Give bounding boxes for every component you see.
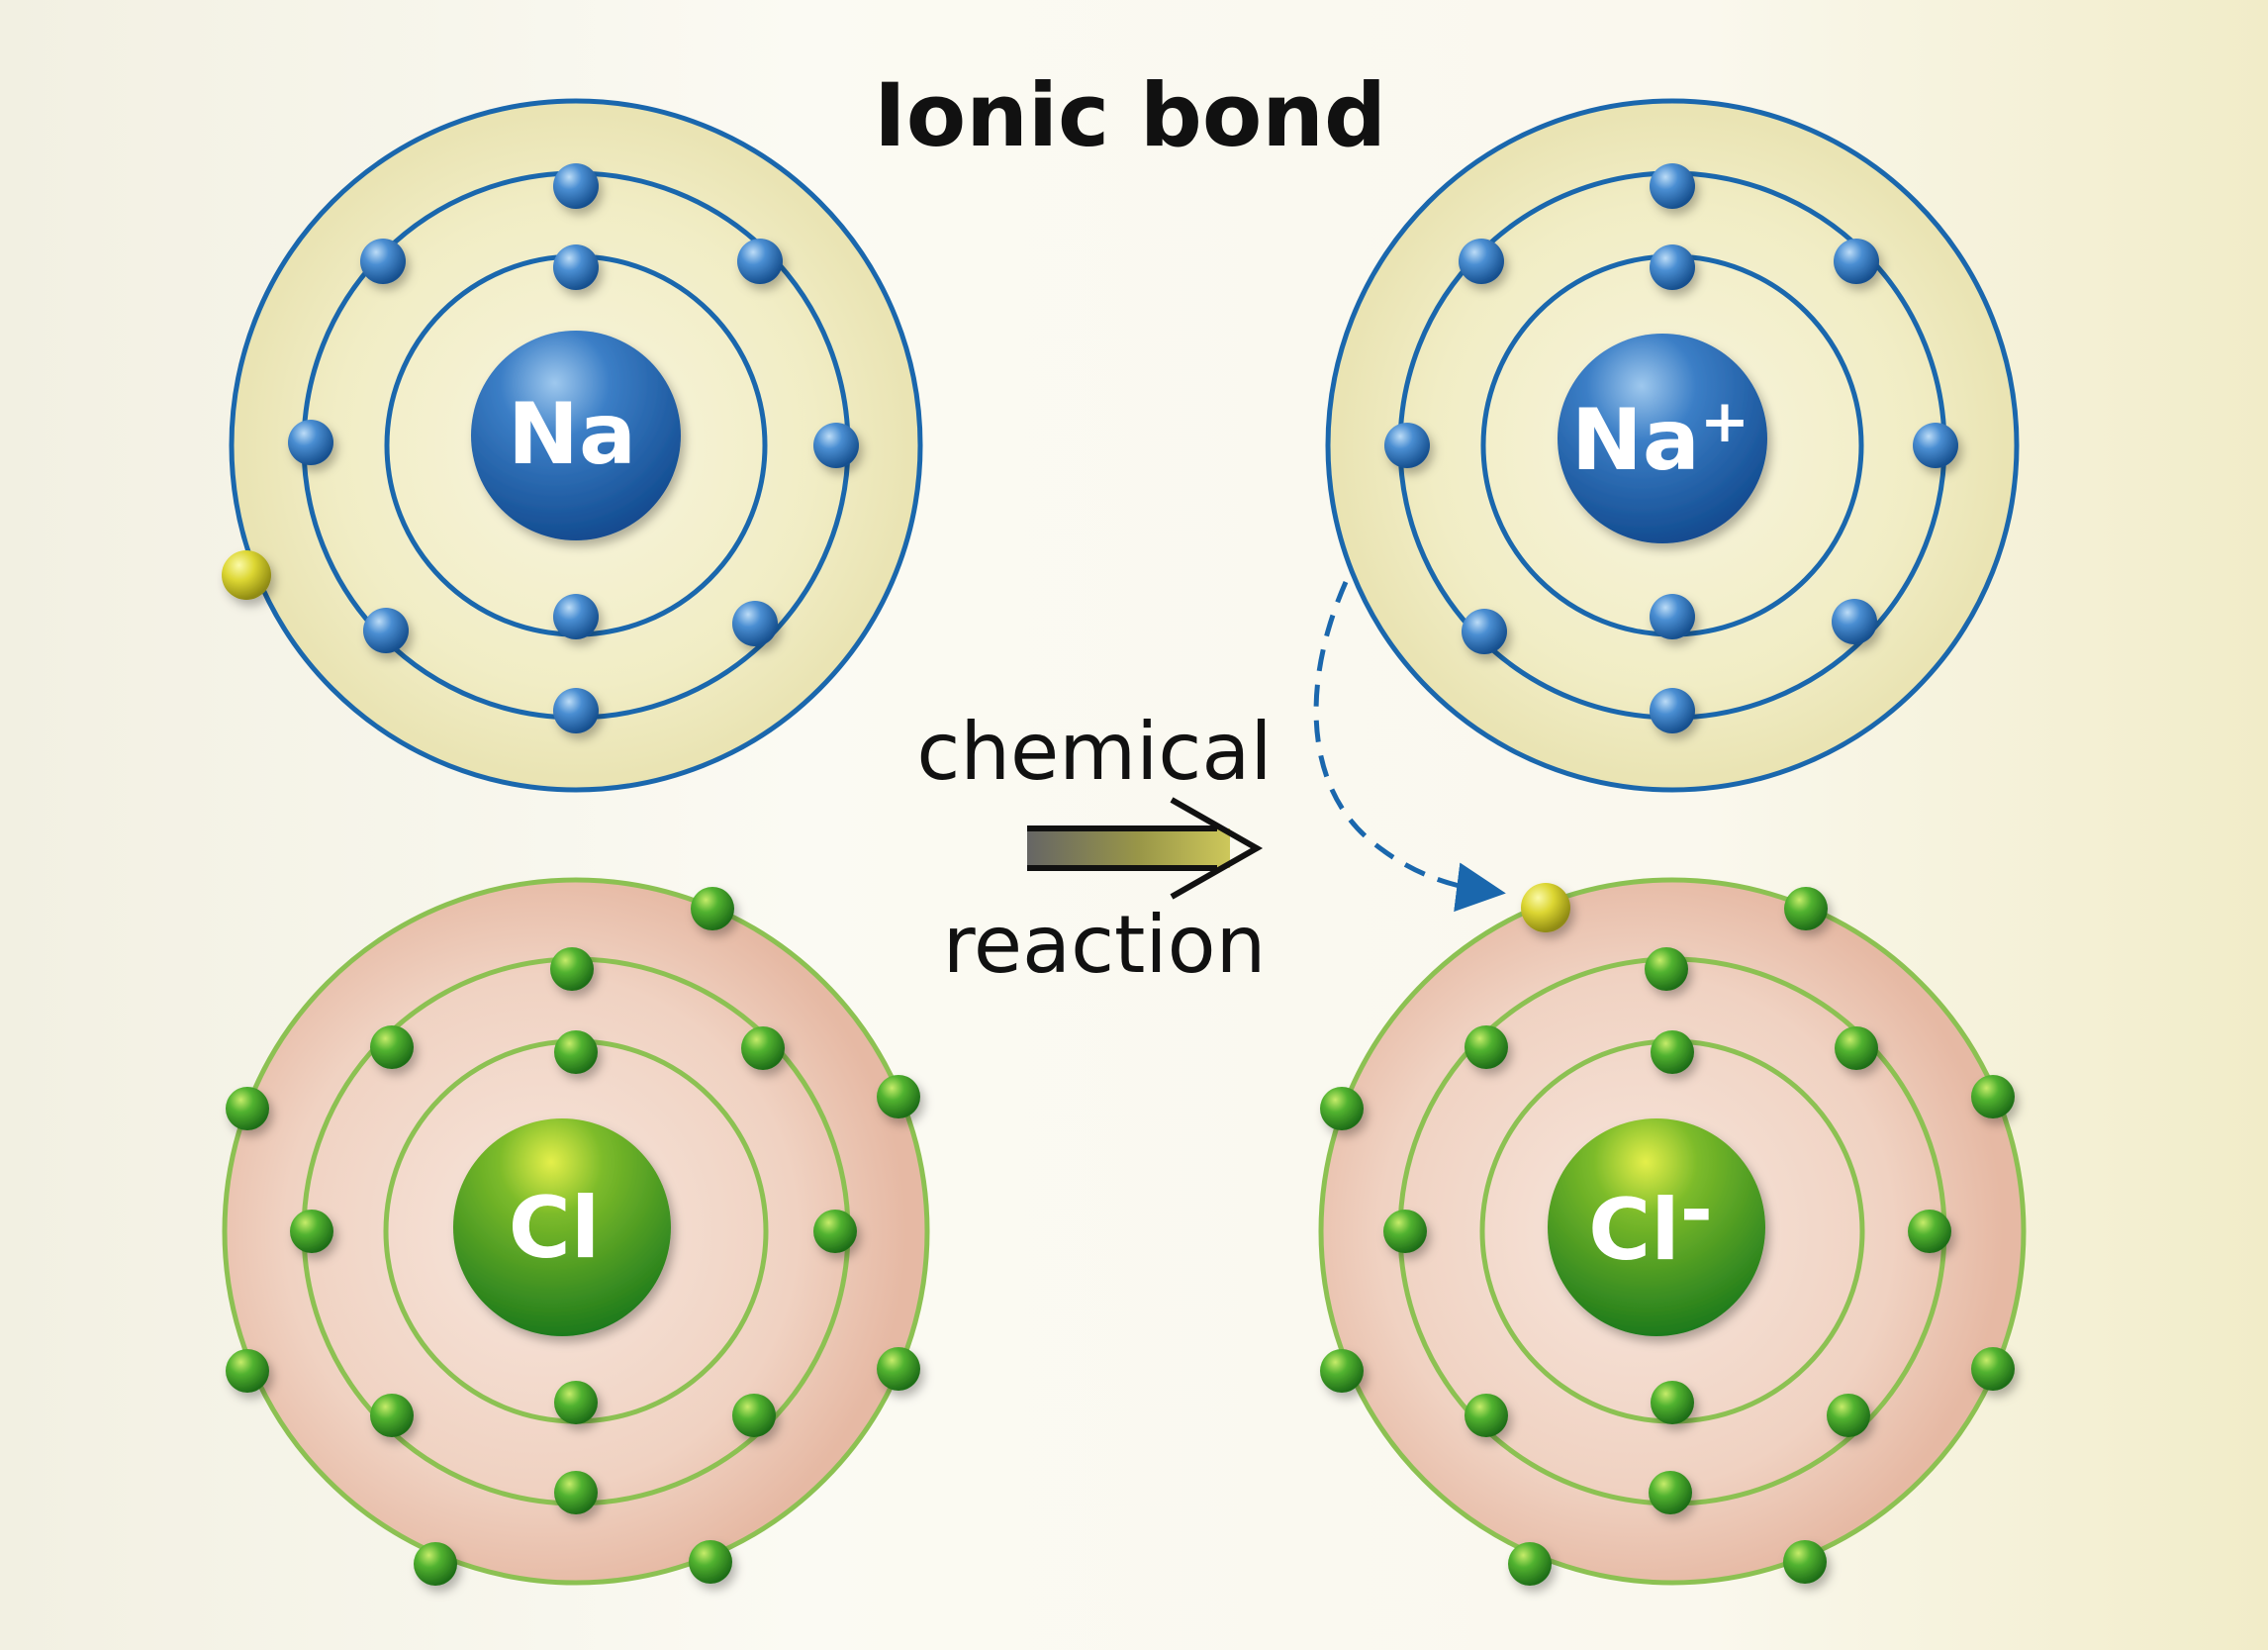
electron [689, 1540, 732, 1584]
electron [1650, 163, 1695, 209]
electron [732, 1394, 776, 1437]
sodium-nucleus: Na [471, 331, 681, 540]
electron [370, 1394, 414, 1437]
chloride-ion-symbol: Cl [1588, 1181, 1680, 1280]
electron [226, 1087, 269, 1130]
electron [1651, 1030, 1694, 1074]
electron [1651, 1381, 1694, 1424]
electron [1650, 244, 1695, 290]
electron [1913, 423, 1958, 468]
electron [737, 239, 783, 284]
reaction-arrow-group: chemical reaction [916, 706, 1272, 991]
electron [414, 1542, 457, 1586]
sodium-ion: Na+ [1325, 98, 2020, 793]
electron [288, 420, 333, 465]
electron [1320, 1349, 1364, 1393]
electron [554, 1381, 598, 1424]
electron [1908, 1210, 1951, 1253]
arrow-label-top: chemical [916, 706, 1272, 798]
sodium-atom: Na [222, 98, 923, 793]
electron [1650, 594, 1695, 639]
electron [554, 1471, 598, 1514]
arrow-label-bottom: reaction [943, 899, 1267, 991]
chlorine-atom: Cl [222, 877, 930, 1586]
chlorine-nucleus: Cl [453, 1118, 671, 1336]
electron [877, 1075, 920, 1118]
electron [553, 688, 599, 733]
svg-text:Cl-: Cl- [1588, 1164, 1713, 1280]
gained-electron [1521, 883, 1570, 932]
electron [1971, 1347, 2015, 1391]
electron [1971, 1075, 2015, 1118]
chlorine-electrons [226, 887, 920, 1586]
valence-electron [222, 550, 271, 600]
electron [1783, 1540, 1827, 1584]
electron [691, 887, 734, 930]
electron [360, 239, 406, 284]
chloride-ion-electrons [1320, 883, 2015, 1586]
electron [553, 163, 599, 209]
electron [1320, 1087, 1364, 1130]
electron [1645, 947, 1688, 991]
chloride-ion-charge: - [1680, 1164, 1713, 1256]
electron [1465, 1025, 1508, 1069]
page-title: Ionic bond [874, 64, 1386, 166]
electron [1834, 239, 1879, 284]
sodium-ion-charge: + [1700, 387, 1749, 456]
electron [1384, 423, 1430, 468]
reaction-arrow [1027, 797, 1264, 900]
electron [370, 1025, 414, 1069]
electron [813, 423, 859, 468]
electron [1784, 887, 1828, 930]
electron [1832, 599, 1877, 644]
electron [813, 1210, 857, 1253]
electron [741, 1026, 785, 1070]
svg-text:Na+: Na+ [1571, 387, 1749, 490]
electron [1462, 609, 1507, 654]
sodium-ion-electrons [1384, 163, 1958, 733]
sodium-ion-nucleus: Na+ [1558, 334, 1767, 543]
electron [1835, 1026, 1878, 1070]
chlorine-symbol: Cl [509, 1179, 601, 1278]
sodium-symbol: Na [508, 385, 636, 484]
electron [553, 594, 599, 639]
electron [550, 947, 594, 991]
electron [290, 1210, 333, 1253]
electron [1383, 1210, 1427, 1253]
electron [1459, 239, 1504, 284]
electron [1827, 1394, 1870, 1437]
electron [226, 1349, 269, 1393]
electron [877, 1347, 920, 1391]
chloride-ion-nucleus: Cl- [1548, 1118, 1765, 1336]
electron [1650, 688, 1695, 733]
electron [732, 601, 778, 646]
electron-transfer-arrow [1313, 580, 1506, 913]
electron [554, 1030, 598, 1074]
electron [1465, 1394, 1508, 1437]
electron [1649, 1471, 1692, 1514]
electron [1508, 1542, 1552, 1586]
electron [553, 244, 599, 290]
sodium-electrons [222, 163, 859, 733]
sodium-ion-symbol: Na [1571, 391, 1700, 490]
electron [363, 608, 409, 653]
chloride-ion: Cl- [1318, 877, 2027, 1586]
